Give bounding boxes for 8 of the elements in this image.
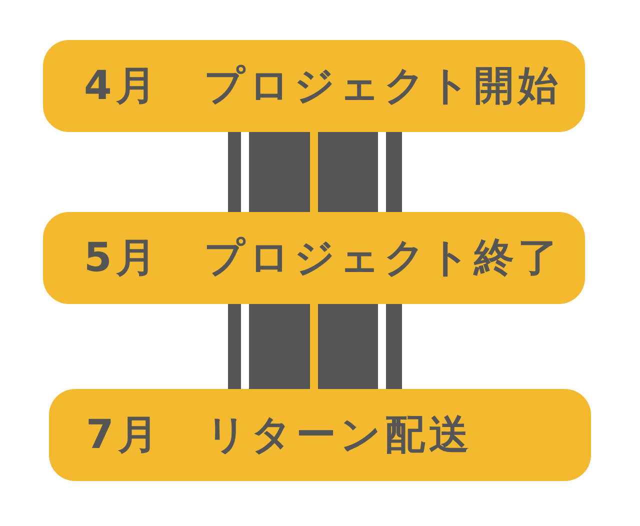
- road-segment: [228, 132, 402, 212]
- milestone-label: 5月 プロジェクト終了: [84, 236, 562, 280]
- milestone-box: [49, 389, 591, 481]
- milestone-box: [43, 40, 585, 132]
- milestone-label: 4月 プロジェクト開始: [84, 64, 562, 108]
- milestone-label: 7月 リターン配送: [86, 413, 473, 457]
- milestone-box: [43, 212, 585, 304]
- road-segment: [228, 304, 402, 389]
